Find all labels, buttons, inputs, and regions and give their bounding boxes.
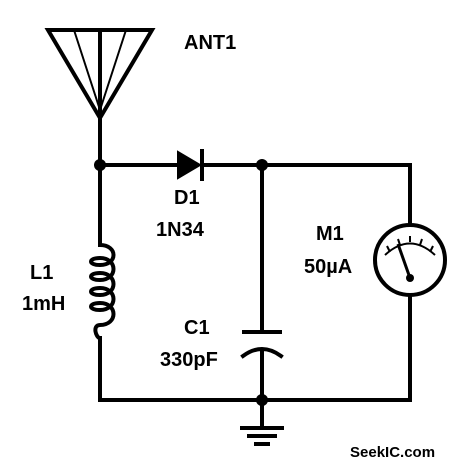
inductor-ref-label: L1 [30,262,53,284]
junction-dot [256,159,268,171]
meter-value-label: 50µA [304,256,352,278]
circuit-wires [98,163,412,430]
ground-icon [240,426,284,446]
antenna-icon [44,28,156,167]
capacitor-icon [240,330,284,359]
capacitor-value-label: 330pF [160,349,218,371]
junction-dot [94,159,106,171]
diode-value-label: 1N34 [156,219,205,241]
meter-ref-label: M1 [316,223,344,245]
diode-ref-label: D1 [174,187,200,209]
meter-icon [373,223,447,297]
antenna-ref-label: ANT1 [184,32,236,54]
inductor-icon [89,242,116,341]
diode-icon [177,149,204,181]
watermark: SeekIC.com [350,444,435,461]
junction-dots [94,159,268,406]
junction-dot [256,394,268,406]
inductor-value-label: 1mH [22,293,65,315]
capacitor-ref-label: C1 [184,317,210,339]
